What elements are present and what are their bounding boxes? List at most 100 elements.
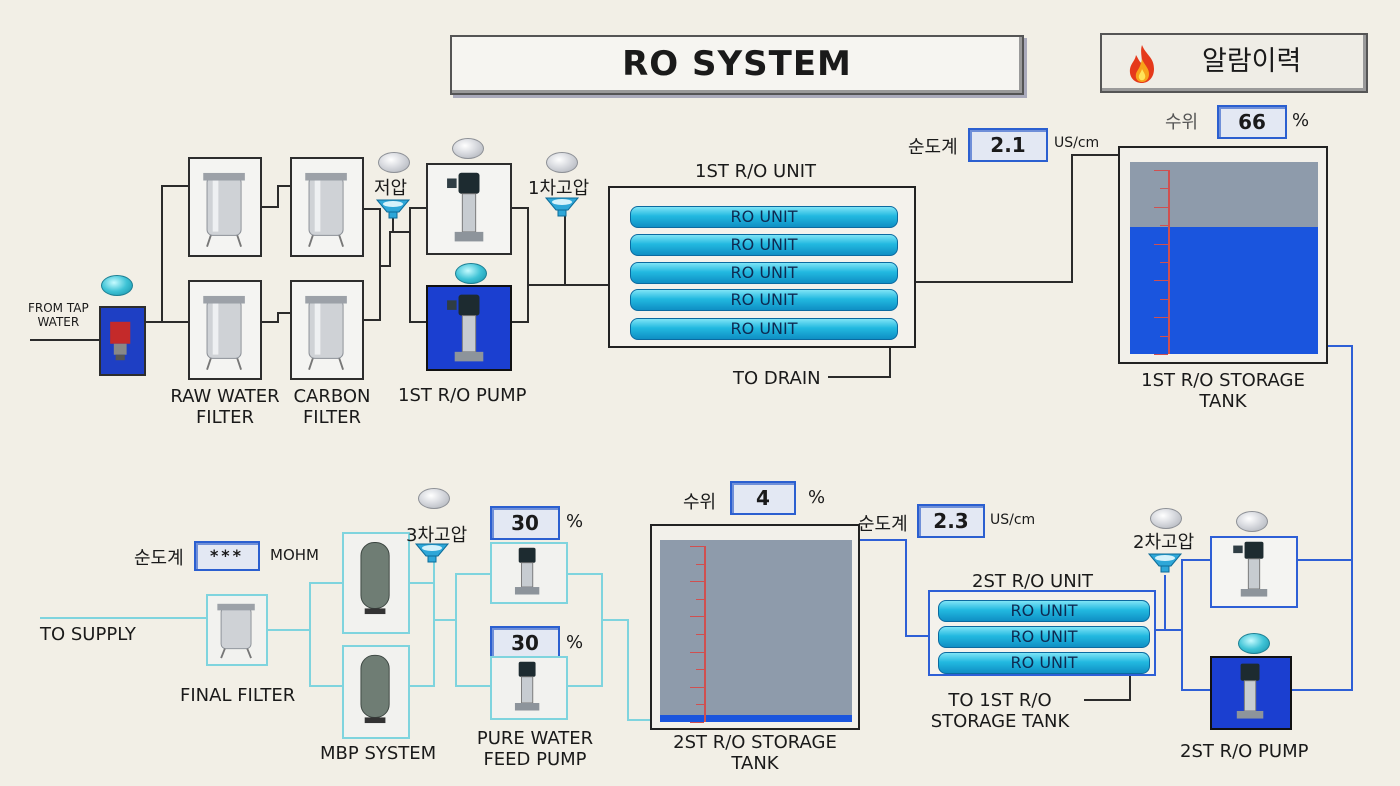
scale-tick	[1154, 170, 1168, 171]
scale-tick	[1160, 262, 1168, 263]
feed-pump-2-unit: %	[566, 632, 584, 653]
high-pressure-3-lamp-icon	[418, 488, 450, 509]
carbon-filter-1[interactable]	[290, 157, 364, 257]
pump2-b[interactable]	[1210, 656, 1292, 730]
conductivity-3-unit: MOHM	[270, 546, 319, 564]
ro1-tube[interactable]: RO UNIT	[630, 318, 898, 340]
from-tap-water-label: FROM TAP WATER	[28, 301, 89, 329]
pump1-b-status-lamp-icon	[455, 263, 487, 284]
scale-tick	[1160, 335, 1168, 337]
raw-water-filter-2[interactable]	[188, 280, 262, 380]
pressure-gauge-icon	[375, 199, 411, 219]
filter-housing-icon	[203, 295, 245, 371]
high-pressure-1-label: 1차고압	[528, 178, 590, 199]
scale-tick	[696, 704, 704, 706]
tank2-scale	[690, 546, 706, 723]
scale-tick	[1160, 188, 1168, 190]
feed-pump-2[interactable]	[490, 656, 568, 720]
inlet-status-lamp-icon	[101, 275, 133, 296]
pump1-label: 1ST R/O PUMP	[398, 385, 527, 406]
to-tank1-label: TO 1ST R/O STORAGE TANK	[930, 690, 1070, 732]
tank2-level-label: 수위	[683, 492, 717, 513]
conductivity-1-value: 2.1	[968, 128, 1048, 162]
pressure-gauge-icon	[414, 543, 450, 563]
low-pressure-label: 저압	[374, 178, 408, 199]
alarm-history-button[interactable]: 알람이력	[1100, 33, 1368, 93]
carbon-filter-2[interactable]	[290, 280, 364, 380]
filter-housing-icon	[203, 172, 245, 248]
to-supply-label: TO SUPPLY	[40, 624, 136, 645]
pump1-b[interactable]	[426, 285, 512, 371]
conductivity-1-unit: US/cm	[1054, 135, 1100, 151]
ro1-unit-frame: RO UNIT RO UNIT RO UNIT RO UNIT RO UNIT	[608, 186, 916, 348]
pressure-gauge-icon	[544, 197, 580, 217]
high-pressure-1-lamp-icon	[546, 152, 578, 173]
to-drain-label: TO DRAIN	[733, 368, 821, 389]
fire-icon	[1129, 45, 1154, 83]
conductivity-2-label: 순도계	[858, 514, 908, 535]
ro2-tube[interactable]: RO UNIT	[938, 600, 1150, 622]
feed-pump-label: PURE WATER FEED PUMP	[476, 728, 594, 770]
ro2-title: 2ST R/O UNIT	[972, 571, 1093, 592]
ro2-tube[interactable]: RO UNIT	[938, 626, 1150, 648]
pump1-status-lamp-icon	[452, 138, 484, 159]
tank1-level-gauge	[1130, 162, 1318, 354]
pump2-label: 2ST R/O PUMP	[1180, 741, 1309, 762]
pressure-gauge-icon	[1147, 553, 1183, 573]
mbp-vessel-2[interactable]	[342, 645, 410, 739]
final-filter[interactable]	[206, 594, 268, 666]
pump-icon	[447, 172, 484, 242]
feed-pump-1[interactable]	[490, 542, 568, 604]
ro1-tube[interactable]: RO UNIT	[630, 206, 898, 228]
scale-tick	[690, 616, 704, 618]
carbon-filter-label: CARBON FILTER	[293, 386, 371, 428]
scale-tick	[690, 581, 704, 583]
high-pressure-2-lamp-icon	[1150, 508, 1182, 529]
pump-icon	[1236, 663, 1264, 719]
feed-pump-1-value: 30	[490, 506, 560, 540]
mbp-vessel-icon	[360, 654, 390, 724]
tank2-level-gauge	[660, 540, 852, 722]
pump1-a[interactable]	[426, 163, 512, 255]
feed-pump-1-unit: %	[566, 511, 584, 532]
tank1-scale	[1154, 170, 1170, 355]
scale-tick	[1154, 243, 1168, 245]
tank1-level-label: 수위	[1165, 112, 1199, 133]
pump2-b-status-lamp-icon	[1238, 633, 1270, 654]
ro2-unit-frame: RO UNIT RO UNIT RO UNIT	[928, 590, 1156, 676]
scale-tick	[696, 563, 704, 565]
scale-tick	[696, 598, 704, 600]
mbp-vessel-1[interactable]	[342, 532, 410, 634]
scale-tick	[690, 722, 704, 723]
raw-water-filter-1[interactable]	[188, 157, 262, 257]
conductivity-3-label: 순도계	[134, 548, 184, 569]
pump-icon	[447, 294, 484, 362]
filter-housing-icon	[305, 172, 347, 248]
ro1-tube[interactable]: RO UNIT	[630, 262, 898, 284]
low-pressure-lamp-icon	[378, 152, 410, 173]
pump2-a[interactable]	[1210, 536, 1298, 608]
conductivity-2-value: 2.3	[917, 504, 985, 538]
scale-tick	[690, 651, 704, 653]
page-title: RO SYSTEM	[450, 35, 1024, 95]
tank1-level-fill	[1130, 227, 1318, 354]
scale-tick	[1154, 317, 1168, 319]
conductivity-3-value: ***	[194, 541, 260, 571]
ro1-tube[interactable]: RO UNIT	[630, 289, 898, 311]
filter-housing-icon	[305, 295, 347, 371]
ro2-tube[interactable]: RO UNIT	[938, 652, 1150, 674]
high-pressure-3-label: 3차고압	[406, 525, 468, 546]
pump-icon	[514, 661, 540, 711]
pump2-status-lamp-icon	[1236, 511, 1268, 532]
scale-tick	[690, 546, 704, 547]
filter-housing-icon	[217, 603, 255, 659]
inlet-valve-icon	[110, 321, 131, 361]
tank2-label: 2ST R/O STORAGE TANK	[673, 732, 837, 774]
scale-tick	[1154, 206, 1168, 208]
scale-tick	[690, 686, 704, 688]
tank2-level-unit: %	[808, 487, 826, 508]
ro1-tube[interactable]: RO UNIT	[630, 234, 898, 256]
tank1-level-value: 66	[1217, 105, 1287, 139]
inlet-valve[interactable]	[99, 306, 146, 376]
